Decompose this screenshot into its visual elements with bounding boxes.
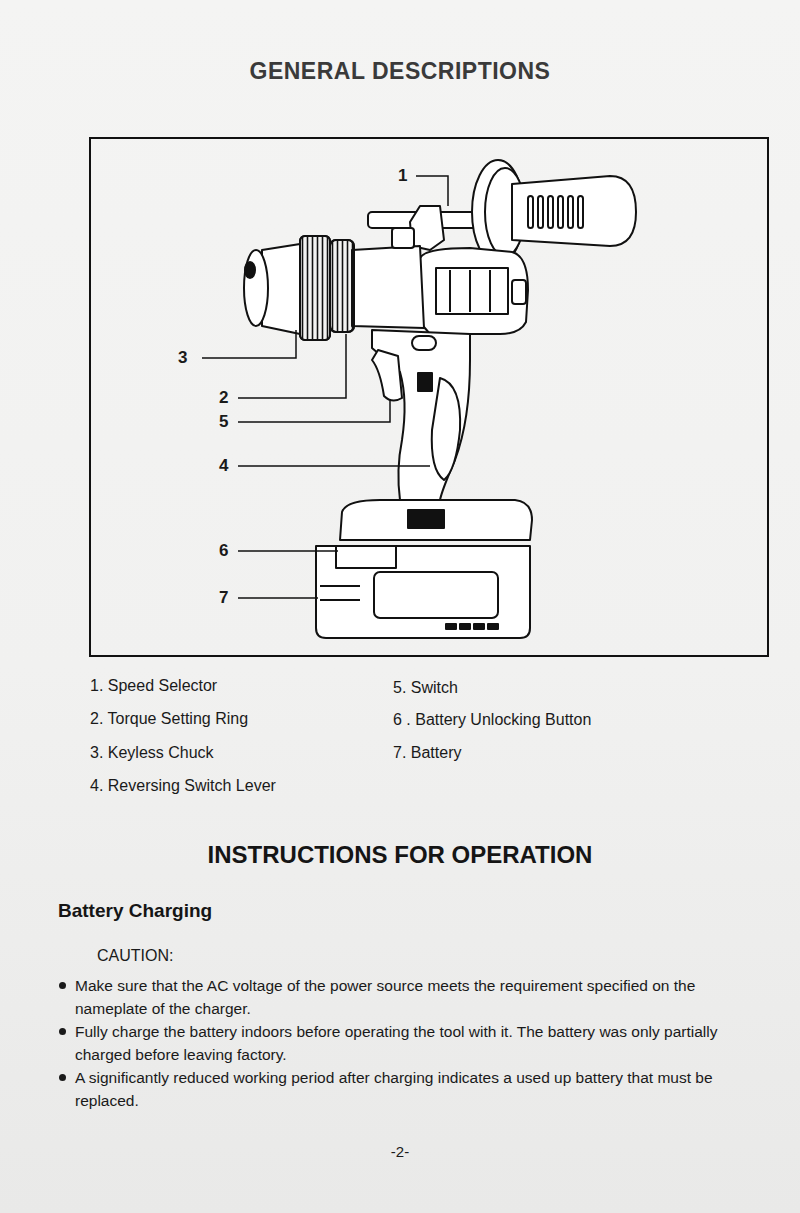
caution-bullet: Make sure that the AC voltage of the pow… (58, 974, 742, 1020)
gear-housing (352, 246, 424, 328)
figure-frame (90, 138, 768, 656)
motor-vent (436, 268, 508, 314)
page-number: -2- (391, 1143, 409, 1160)
caution-bullet: A significantly reduced working period a… (58, 1066, 742, 1112)
chuck-jaw (245, 262, 255, 278)
part-name: 4. Reversing Switch Lever (90, 777, 276, 795)
grip-ridges (528, 196, 583, 228)
battery-release-button (336, 546, 396, 568)
callout-number: 2 (219, 388, 228, 408)
vent-line (489, 270, 491, 312)
base-window (408, 510, 444, 528)
grip-rubber (432, 378, 460, 480)
callout-number: 6 (219, 541, 228, 561)
leader-line (238, 550, 338, 552)
part-name: 2. Torque Setting Ring (90, 710, 248, 728)
handle-grip (512, 176, 636, 246)
leader-line (238, 400, 390, 422)
battery-vent (460, 624, 470, 629)
leader-lines (202, 176, 448, 598)
part-name: 5. Switch (393, 679, 458, 697)
battery-vents (446, 624, 498, 629)
speed-selector (392, 228, 414, 248)
caution-item: Fully charge the battery indoors before … (75, 1023, 717, 1063)
bullet-dot (59, 1028, 66, 1035)
page-heading: GENERAL DESCRIPTIONS (250, 58, 551, 85)
subsection-heading: Battery Charging (58, 900, 212, 922)
battery-pack (316, 546, 530, 638)
leader-line (238, 334, 346, 398)
vent-line (449, 270, 451, 312)
caution-item: Make sure that the AC voltage of the pow… (75, 977, 695, 1017)
tool-base (340, 500, 532, 540)
battery-ridge (320, 585, 360, 587)
part-name: 3. Keyless Chuck (90, 744, 214, 762)
leader-line (416, 176, 448, 206)
callout-number: 3 (178, 348, 187, 368)
part-name: 6 . Battery Unlocking Button (393, 711, 591, 729)
reversing-lever (412, 336, 436, 350)
callout-number: 7 (219, 588, 228, 608)
caution-bullet: Fully charge the battery indoors before … (58, 1020, 742, 1066)
bullet-dot (59, 982, 66, 989)
section-heading: INSTRUCTIONS FOR OPERATION (208, 841, 593, 869)
leader-line (238, 465, 430, 467)
battery-vent (446, 624, 456, 629)
chuck-nose (244, 250, 268, 326)
chuck-sleeve-outline (300, 236, 330, 340)
part-name: 1. Speed Selector (90, 677, 217, 695)
battery-vent (474, 624, 484, 629)
motor-housing (418, 248, 528, 334)
grip-ridge (528, 196, 533, 228)
chuck-sleeve (300, 236, 330, 340)
battery-ridge (320, 599, 360, 601)
leader-line (238, 597, 318, 599)
vent-line (469, 270, 471, 312)
drill-drawing (244, 160, 636, 638)
callout-number: 5 (219, 412, 228, 432)
grip-ridge (578, 196, 583, 228)
grip-ridge (558, 196, 563, 228)
torque-ring-outline (330, 240, 354, 332)
handle-clamp (410, 206, 444, 250)
callout-number: 4 (219, 456, 228, 476)
battery-vent (488, 624, 498, 629)
part-name: 7. Battery (393, 744, 461, 762)
caution-list: Make sure that the AC voltage of the pow… (58, 974, 742, 1112)
lever-mark (418, 373, 432, 391)
caution-label: CAUTION: (97, 947, 173, 965)
torque-ring (330, 240, 354, 332)
grip-ridge (538, 196, 543, 228)
pistol-grip (372, 330, 470, 500)
caution-item: A significantly reduced working period a… (75, 1069, 713, 1109)
trigger-switch (372, 350, 402, 401)
grip-ridge (548, 196, 553, 228)
grip-ridge (568, 196, 573, 228)
callout-number: 1 (398, 166, 407, 186)
battery-label (374, 572, 498, 618)
leader-line (202, 330, 296, 358)
rear-cap (512, 280, 526, 304)
bullet-dot (59, 1074, 66, 1081)
